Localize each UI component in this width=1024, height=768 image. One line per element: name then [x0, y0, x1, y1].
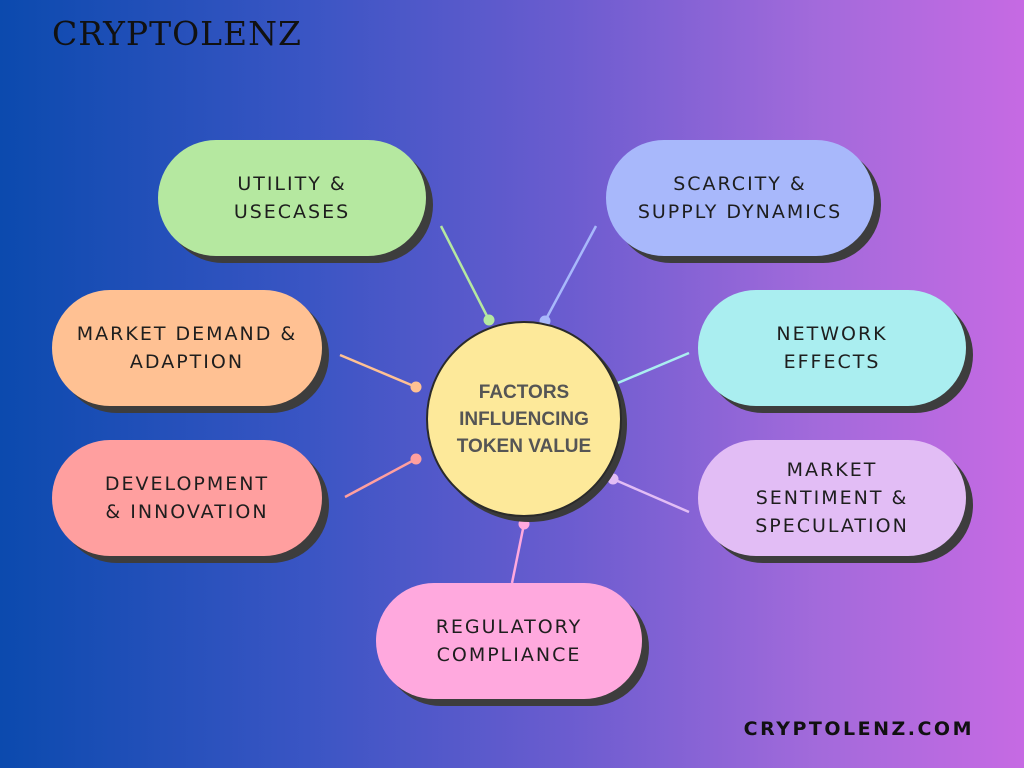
factor-network: NETWORK EFFECTS [698, 290, 966, 406]
connector-network [612, 351, 690, 387]
connector-dot-development [410, 453, 422, 465]
factor-regulatory-line-2: COMPLIANCE [436, 644, 582, 666]
center-line-3: TOKEN VALUE [456, 435, 592, 457]
connector-dot-sentiment [607, 473, 619, 485]
connector-market-demand [339, 353, 417, 389]
factor-utility-line-2: USECASES [233, 201, 351, 223]
factor-scarcity: SCARCITY & SUPPLY DYNAMICS [606, 140, 874, 256]
factor-development: DEVELOPMENT & INNOVATION [52, 440, 322, 556]
connector-dot-utility [483, 314, 495, 326]
factor-network-line-2: EFFECTS [783, 351, 881, 373]
factor-utility-line-1: UTILITY & [237, 173, 347, 195]
central-topic-circle: FACTORS INFLUENCING TOKEN VALUE [426, 321, 622, 517]
connector-scarcity [543, 225, 598, 322]
connector-dot-regulatory [518, 518, 530, 530]
factor-market-demand-line-2: ADAPTION [129, 351, 245, 373]
connector-development [344, 457, 417, 499]
factor-sentiment-line-2: SENTIMENT & [755, 487, 909, 509]
factor-development-line-2: & INNOVATION [105, 501, 269, 523]
factor-market-demand: MARKET DEMAND & ADAPTION [52, 290, 322, 406]
factor-sentiment-line-1: MARKET [786, 459, 878, 481]
connector-dot-market-demand [410, 381, 422, 393]
center-line-1: FACTORS [478, 381, 570, 403]
factor-regulatory-line-1: REGULATORY [435, 616, 583, 638]
factor-regulatory: REGULATORY COMPLIANCE [376, 583, 642, 699]
factor-sentiment: MARKET SENTIMENT & SPECULATION [698, 440, 966, 556]
factor-scarcity-line-1: SCARCITY & [673, 173, 807, 195]
factor-development-line-1: DEVELOPMENT [104, 473, 270, 495]
connector-sentiment [612, 477, 690, 514]
factor-market-demand-line-1: MARKET DEMAND & [76, 323, 298, 345]
center-line-2: INFLUENCING [459, 408, 589, 430]
factor-scarcity-line-2: SUPPLY DYNAMICS [637, 201, 843, 223]
factor-sentiment-line-3: SPECULATION [755, 515, 909, 537]
connector-utility [439, 225, 491, 321]
factor-network-line-1: NETWORK [776, 323, 888, 345]
brand-title: CRYPTOLENZ [52, 14, 302, 53]
factor-utility: UTILITY & USECASES [158, 140, 426, 256]
footer-url: CRYPTOLENZ.COM [743, 718, 974, 740]
connector-regulatory [510, 523, 526, 584]
